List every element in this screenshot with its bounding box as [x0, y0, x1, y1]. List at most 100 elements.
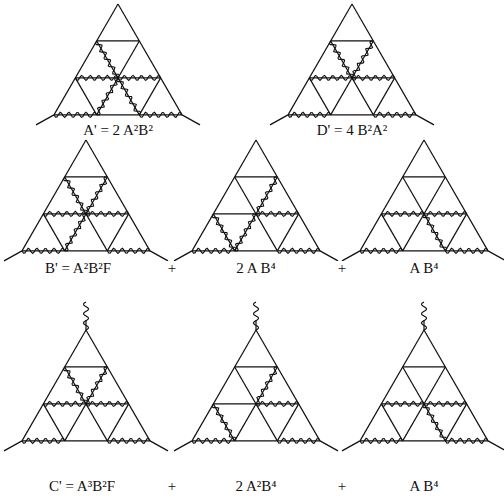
lattice-edge	[403, 366, 446, 367]
external-leg	[416, 115, 434, 125]
external-leg	[174, 251, 192, 261]
external-leg	[150, 251, 168, 261]
lattice-edge	[403, 176, 446, 177]
external-leg	[182, 115, 200, 125]
wavy-propagator	[421, 302, 426, 330]
external-leg	[320, 441, 338, 451]
plus-sign: +	[336, 479, 348, 494]
wavy-propagator	[117, 78, 141, 115]
wavy-propagator	[360, 438, 403, 443]
wavy-propagator	[63, 367, 87, 404]
wavy-propagator	[235, 214, 256, 251]
lattice-edge	[381, 404, 402, 441]
external-leg	[4, 251, 22, 261]
wavy-propagator	[139, 112, 182, 117]
wavy-propagator	[107, 248, 150, 253]
wavy-propagator	[75, 75, 118, 80]
lattice-edge	[445, 404, 466, 441]
lattice-edge	[118, 4, 182, 115]
plus-sign: +	[336, 261, 348, 276]
lattice-edge	[424, 330, 488, 441]
lattice-edge	[192, 250, 320, 251]
wavy-propagator	[256, 211, 299, 216]
plus-sign: +	[166, 479, 178, 494]
wavy-propagator	[54, 112, 97, 117]
external-leg	[488, 251, 504, 261]
wavy-propagator	[423, 214, 447, 251]
lattice-edge	[65, 366, 108, 367]
lattice-edge	[86, 330, 150, 441]
lattice-edge	[192, 140, 256, 251]
lattice-edge	[277, 214, 298, 251]
external-leg	[174, 441, 192, 451]
wavy-propagator	[423, 404, 447, 441]
lattice-edge	[107, 214, 128, 251]
wavy-propagator	[381, 401, 424, 406]
lattice-edge	[22, 440, 150, 441]
formula: A B⁴	[408, 261, 441, 276]
lattice-edge	[256, 330, 320, 441]
wavy-propagator	[43, 401, 86, 406]
wavy-propagator	[445, 248, 488, 253]
lattice-edge	[331, 40, 374, 41]
wavy-propagator	[212, 214, 236, 251]
external-leg	[320, 251, 338, 261]
formula: 2 A B⁴	[234, 261, 277, 276]
lattice-edge	[424, 140, 488, 251]
external-leg	[36, 115, 54, 125]
lattice-edge	[360, 250, 488, 251]
wavy-propagator	[43, 211, 86, 216]
wavy-propagator	[253, 302, 258, 330]
wavy-propagator	[309, 75, 352, 80]
lattice-edge	[288, 114, 416, 115]
lattice-edge	[373, 78, 394, 115]
formula: B' = A²B²F	[43, 261, 113, 276]
formula: 2 A²B⁴	[234, 479, 279, 494]
wavy-propagator	[97, 78, 118, 115]
wavy-propagator	[352, 75, 395, 80]
formula: A' = 2 A²B²	[81, 123, 155, 138]
plus-sign: +	[166, 261, 178, 276]
wavy-propagator	[83, 302, 88, 330]
external-leg	[4, 441, 22, 451]
wavy-propagator	[329, 41, 353, 78]
wavy-propagator	[381, 211, 424, 216]
lattice-edge	[445, 214, 466, 251]
wavy-propagator	[277, 438, 320, 443]
wavy-propagator	[65, 214, 86, 251]
wavy-propagator	[22, 248, 65, 253]
external-leg	[342, 441, 360, 451]
lattice-edge	[86, 140, 150, 251]
lattice-edge	[192, 330, 256, 441]
formula: D' = 4 B²A²	[315, 123, 390, 138]
lattice-edge	[235, 177, 278, 251]
lattice-edge	[235, 176, 278, 177]
lattice-edge	[309, 78, 330, 115]
wavy-propagator	[63, 177, 87, 214]
wavy-propagator	[360, 248, 403, 253]
wavy-propagator	[256, 367, 277, 404]
lattice-edge	[54, 114, 182, 115]
wavy-propagator	[373, 112, 416, 117]
wavy-propagator	[445, 438, 488, 443]
lattice-edge	[360, 330, 424, 441]
wavy-propagator	[256, 401, 299, 406]
lattice-edge	[107, 404, 128, 441]
lattice-edge	[65, 176, 108, 177]
wavy-propagator	[192, 438, 235, 443]
wavy-propagator	[277, 248, 320, 253]
lattice-edge	[360, 440, 488, 441]
wavy-propagator	[424, 211, 467, 216]
formula: A B⁴	[408, 479, 441, 494]
wavy-propagator	[256, 177, 277, 214]
wavy-propagator	[288, 112, 331, 117]
external-leg	[150, 441, 168, 451]
wavy-propagator	[192, 248, 235, 253]
lattice-edge	[22, 250, 150, 251]
lattice-edge	[352, 4, 416, 115]
lattice-edge	[192, 440, 320, 441]
wavy-propagator	[118, 75, 161, 80]
lattice-edge	[360, 140, 424, 251]
external-leg	[342, 251, 360, 261]
